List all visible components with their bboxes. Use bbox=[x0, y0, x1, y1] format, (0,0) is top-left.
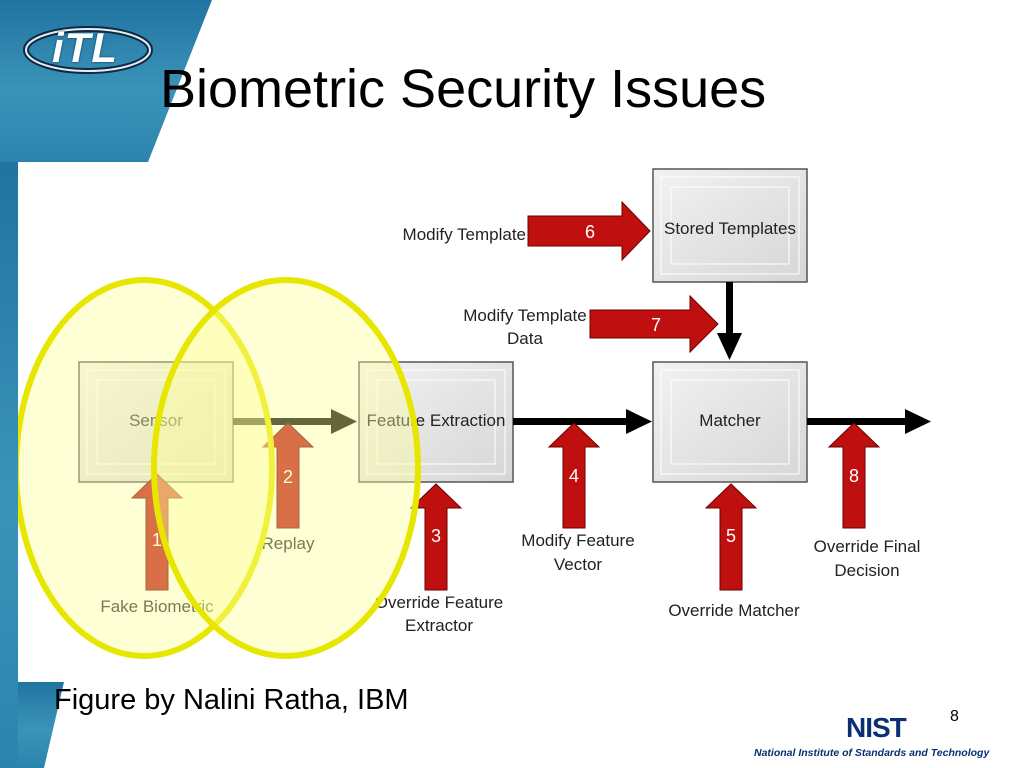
box-stored-templates: Stored Templates bbox=[652, 168, 808, 283]
attack-arrow-3: 3 bbox=[409, 483, 463, 591]
attack-arrow-8: 8 bbox=[827, 422, 881, 529]
highlight-ellipse-sensor bbox=[18, 277, 275, 659]
attack-arrow-6: 6 bbox=[527, 200, 651, 262]
attack-arrow-1: 1 bbox=[130, 473, 184, 591]
nist-logo: NIST bbox=[846, 712, 907, 743]
attack-1-label: Fake Biometric bbox=[100, 597, 214, 616]
flow-arrow-extraction-to-matcher bbox=[513, 409, 652, 434]
stored-templates-label: Stored Templates bbox=[664, 219, 796, 238]
box-feature-extraction: Feature Extraction bbox=[358, 361, 514, 483]
attack-7-number: 7 bbox=[651, 315, 661, 335]
itl-logo-swoosh-icon bbox=[23, 26, 153, 74]
slide-title: Biometric Security Issues bbox=[160, 59, 767, 119]
attack-5-number: 5 bbox=[726, 526, 736, 546]
attack-6-number: 6 bbox=[585, 222, 595, 242]
page-number: 8 bbox=[950, 708, 959, 725]
attack-4-number: 4 bbox=[569, 466, 579, 486]
figure-credit: Figure by Nalini Ratha, IBM bbox=[54, 684, 409, 716]
matcher-label: Matcher bbox=[699, 411, 761, 430]
flow-arrow-templates-to-matcher bbox=[717, 282, 742, 360]
box-matcher: Matcher bbox=[652, 361, 808, 483]
attack-6-label: Modify Template bbox=[403, 225, 526, 244]
attack-arrow-2: 2 bbox=[261, 422, 315, 529]
attack-points-diagram: Stored Templates Sensor Feature Extracti… bbox=[18, 168, 931, 659]
attack-5-label: Override Matcher bbox=[668, 601, 800, 620]
itl-logo: iTL bbox=[22, 20, 162, 80]
itl-logo-text: iTL bbox=[52, 24, 118, 71]
attack-arrow-5: 5 bbox=[704, 483, 758, 591]
attack-1-number: 1 bbox=[152, 530, 162, 550]
flow-arrow-sensor-to-extraction bbox=[233, 409, 357, 434]
attack-3-number: 3 bbox=[431, 526, 441, 546]
flow-arrow-decision-output bbox=[807, 409, 931, 434]
attack-8-number: 8 bbox=[849, 466, 859, 486]
feature-extraction-label: Feature Extraction bbox=[367, 411, 506, 430]
attack-arrow-4: 4 bbox=[547, 422, 601, 529]
highlight-ellipse-replay bbox=[151, 277, 421, 659]
attack-2-number: 2 bbox=[283, 467, 293, 487]
attack-2-label: Replay bbox=[262, 534, 315, 553]
attack-arrow-7: 7 bbox=[589, 294, 719, 354]
nist-tagline: National Institute of Standards and Tech… bbox=[754, 747, 990, 759]
